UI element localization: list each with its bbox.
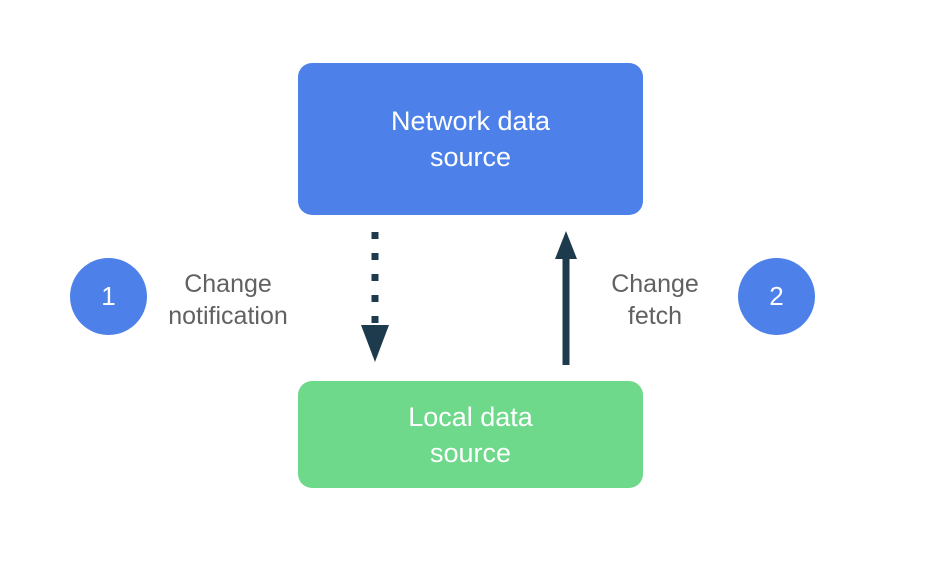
local-box-label-line1: Local data <box>408 401 533 432</box>
local-box-label-line2: source <box>429 437 512 468</box>
network-box-label-line2: source <box>429 142 512 172</box>
up-arrowhead-icon <box>555 231 577 259</box>
change-fetch-label-line1: Change <box>611 270 699 298</box>
local-data-source-label: Local data source <box>408 399 533 471</box>
change-fetch-label-line2: fetch <box>627 302 683 330</box>
step-1-number: 1 <box>101 281 116 311</box>
step-2-badge: 2 <box>738 258 815 335</box>
network-data-source-box: Network data source <box>298 63 643 215</box>
change-notification-label-line1: Change <box>184 270 272 298</box>
step-1-badge: 1 <box>70 258 147 335</box>
down-arrowhead-icon <box>361 325 389 362</box>
network-box-label-line1: Network data <box>390 106 551 136</box>
change-notification-arrow <box>361 232 389 362</box>
change-fetch-label: Change fetch <box>555 268 755 332</box>
change-fetch-arrow <box>555 231 577 365</box>
change-notification-label: Change notification <box>128 268 328 332</box>
local-data-source-box: Local data source <box>298 381 643 488</box>
network-data-source-label: Network data source <box>391 103 550 175</box>
step-2-number: 2 <box>769 281 784 311</box>
change-notification-label-line2: notification <box>168 302 288 330</box>
